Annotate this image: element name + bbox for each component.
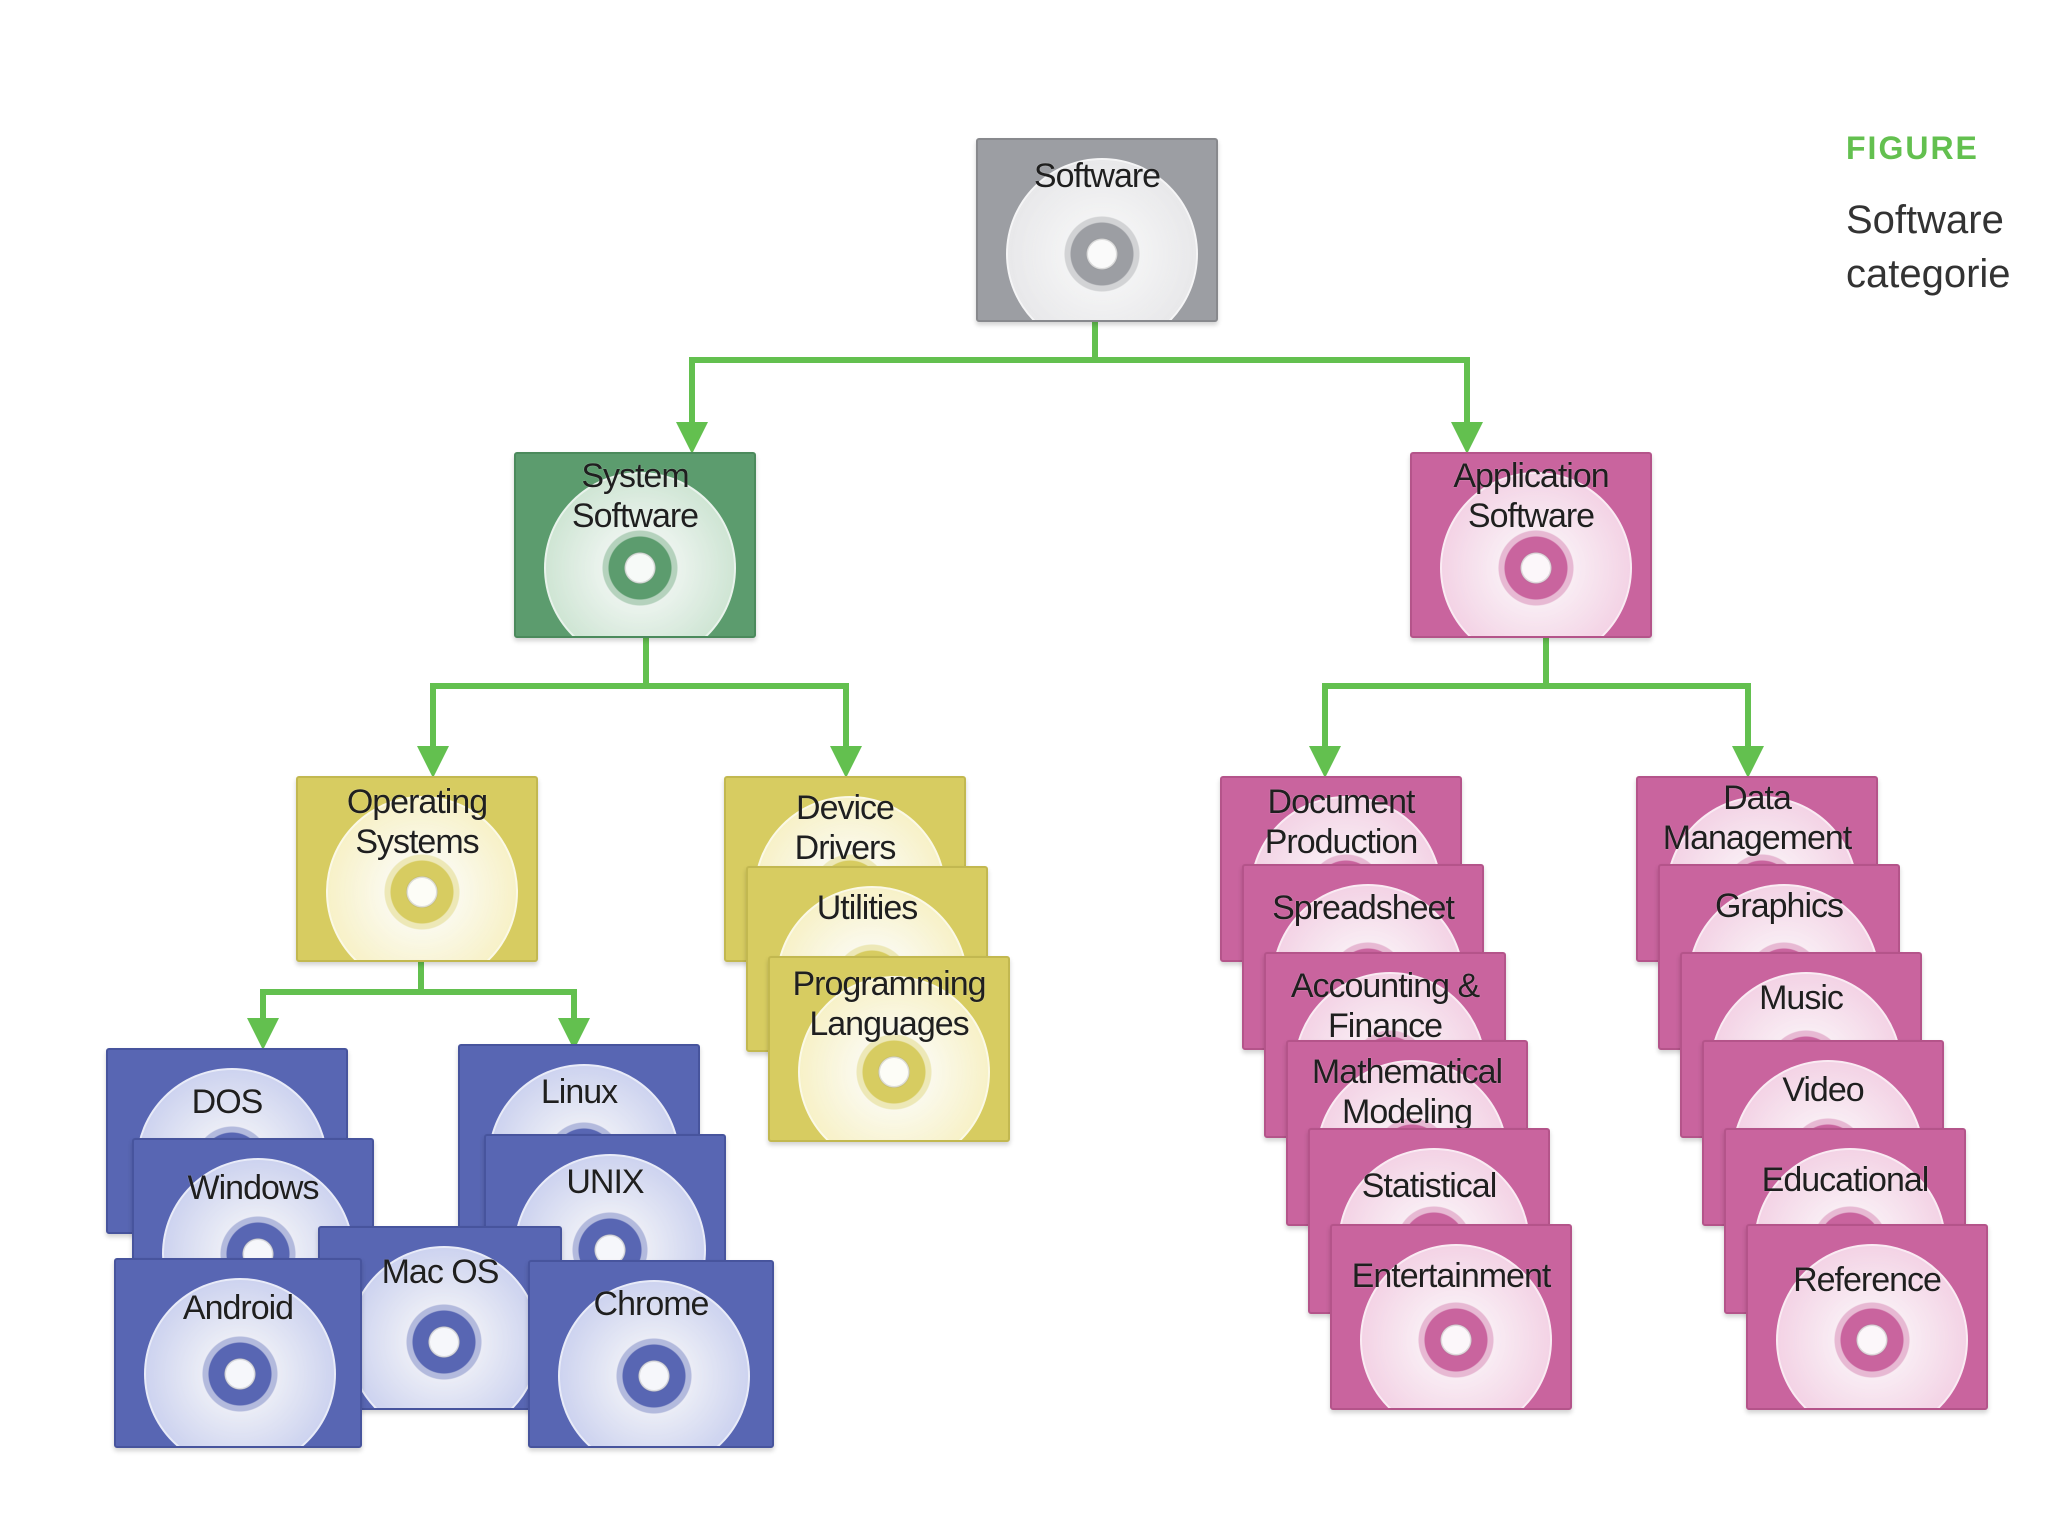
node-system-software: System Software	[514, 452, 756, 638]
connector-os-to-windows-group	[263, 962, 421, 1032]
node-software: Software	[976, 138, 1218, 322]
node-label: Android	[120, 1288, 356, 1328]
node-label: Graphics	[1664, 886, 1894, 926]
node-label: Data Management	[1642, 778, 1872, 858]
node-label: Windows	[138, 1168, 368, 1208]
arrowhead-drivers	[830, 746, 862, 778]
arrowhead-application	[1451, 422, 1483, 454]
node-label: Chrome	[534, 1284, 768, 1324]
node-label: Software	[982, 156, 1212, 196]
node-label: Programming Languages	[776, 964, 1002, 1044]
connector-system-to-os	[433, 640, 646, 760]
connector-software-to-application	[1095, 360, 1467, 436]
arrowhead-windows-group	[247, 1018, 279, 1050]
arrowhead-datamgmt	[1732, 746, 1764, 778]
node-application-software: Application Software	[1410, 452, 1652, 638]
node-label: Application Software	[1416, 456, 1646, 536]
arrowhead-system	[676, 422, 708, 454]
connector-os-to-unix-group	[421, 992, 574, 1032]
node-label: DOS	[112, 1082, 342, 1122]
node-android: Android	[114, 1258, 362, 1448]
figure-caption-line-2: categorie	[1846, 247, 2034, 301]
node-label: Operating Systems	[328, 782, 506, 862]
node-label: System Software	[556, 456, 714, 536]
connector-application-to-docprod	[1325, 640, 1546, 760]
connector-software-to-system	[692, 320, 1095, 436]
figure-caption-line-1: Software	[1846, 193, 2034, 247]
node-label: Mathematical Modeling	[1290, 1052, 1524, 1132]
figure-caption: Software categorie	[1846, 193, 2034, 301]
node-programming-languages: Programming Languages	[768, 956, 1010, 1142]
node-label: Reference	[1752, 1260, 1982, 1300]
node-reference: Reference	[1746, 1224, 1988, 1410]
node-label: Music	[1686, 978, 1916, 1018]
node-label: Linux	[464, 1072, 694, 1112]
figure-label: FIGURE	[1846, 130, 1979, 167]
node-label: Spreadsheet	[1248, 888, 1478, 928]
node-label: Statistical	[1314, 1166, 1544, 1206]
connector-system-to-drivers	[646, 686, 846, 760]
node-label: Device Drivers	[776, 788, 914, 868]
node-label: Utilities	[752, 888, 982, 928]
node-label: Video	[1708, 1070, 1938, 1110]
arrowhead-docprod	[1309, 746, 1341, 778]
node-chrome: Chrome	[528, 1260, 774, 1448]
node-label: Entertainment	[1336, 1256, 1566, 1296]
arrowhead-os	[417, 746, 449, 778]
node-label: Educational	[1730, 1160, 1960, 1200]
node-operating-systems: Operating Systems	[296, 776, 538, 962]
connector-application-to-datamgmt	[1546, 686, 1748, 760]
node-label: UNIX	[490, 1162, 720, 1202]
node-label: Document Production	[1248, 782, 1434, 862]
node-label: Accounting & Finance	[1288, 966, 1482, 1046]
node-entertainment: Entertainment	[1330, 1224, 1572, 1410]
